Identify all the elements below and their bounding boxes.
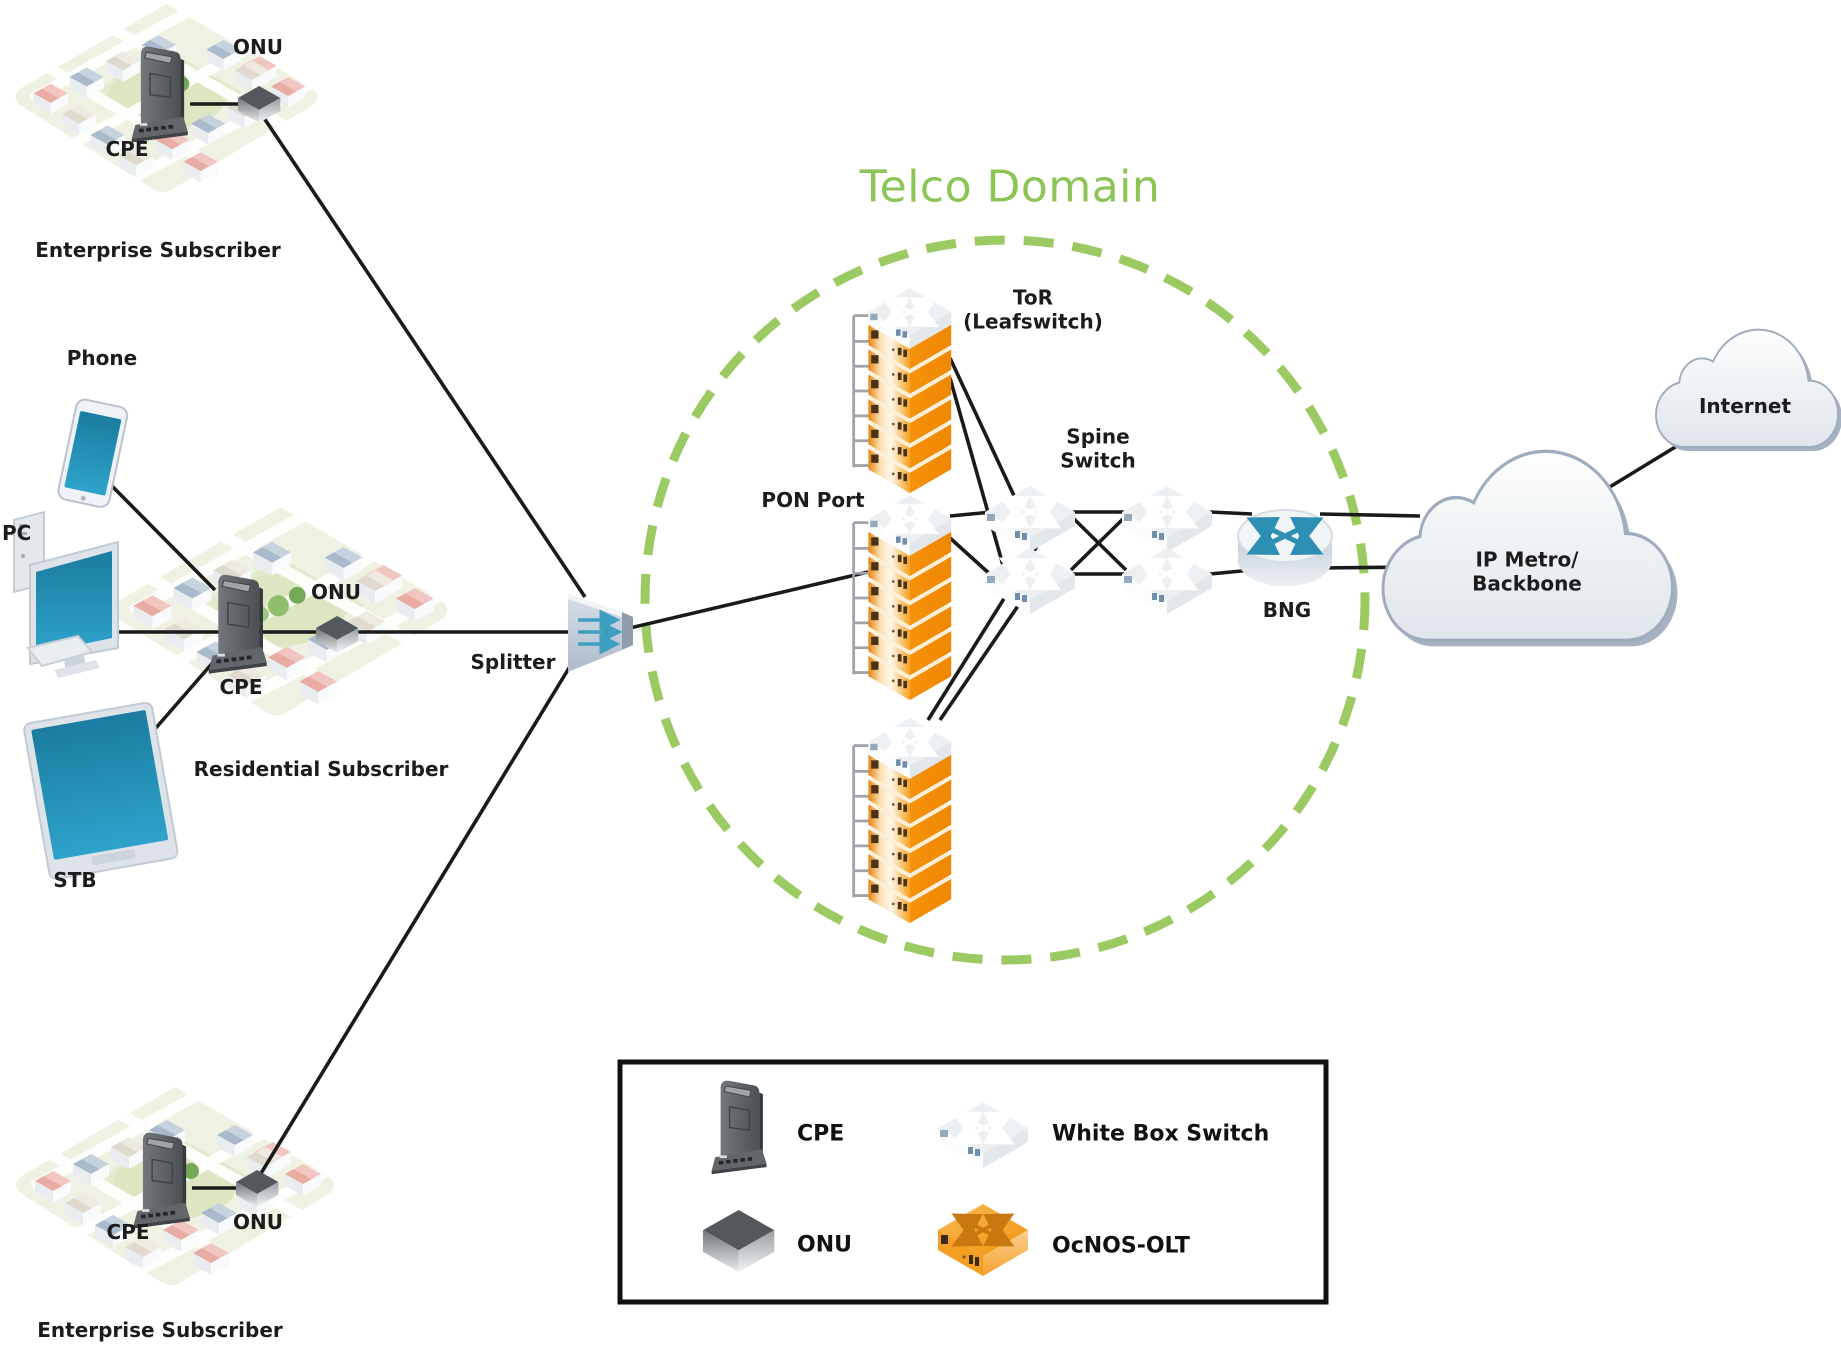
label-ip-metro-backbone: IP Metro/ Backbone (1472, 547, 1582, 595)
pc-icon (13, 510, 119, 678)
stb-icon (23, 701, 179, 880)
link-tor-top-spine1 (948, 357, 1018, 501)
spine-switch-top-right (1122, 486, 1212, 552)
link-spine-bl-tr (1069, 514, 1128, 572)
legend-label-cpe: CPE (797, 1121, 845, 1147)
label-cpe-residential: CPE (219, 675, 263, 700)
label-onu-top: ONU (233, 35, 283, 60)
legend-label-white-box-switch: White Box Switch (1052, 1121, 1270, 1147)
label-pc: PC (2, 521, 32, 546)
label-spine-switch: Spine Switch (1060, 424, 1136, 472)
link-phone-cpe (106, 480, 217, 592)
label-onu-residential: ONU (311, 580, 361, 605)
legend-label-ocnos-olt: OcNOS-OLT (1052, 1233, 1190, 1259)
link-spine-tr-bng (1209, 510, 1253, 516)
telco-domain-title: Telco Domain (859, 161, 1161, 213)
link-bng-cloud-1 (1319, 512, 1421, 518)
label-cpe-bottom: CPE (106, 1220, 150, 1245)
label-enterprise-subscriber-bottom: Enterprise Subscriber (37, 1318, 283, 1343)
label-stb: STB (53, 868, 97, 893)
spine-switch-top-left (985, 486, 1075, 552)
label-phone: Phone (66, 346, 138, 371)
phone-icon (57, 398, 129, 508)
internet-cloud (1654, 328, 1841, 452)
label-tor-leafswitch: ToR (Leafswitch) (963, 285, 1103, 333)
link-onu-top-splitter (260, 113, 587, 599)
link-onu-bottom-splitter (258, 649, 582, 1176)
link-cloud-internet (1594, 436, 1691, 498)
link-tor-top-spine2 (948, 377, 1010, 584)
label-splitter: Splitter (470, 650, 556, 675)
label-pon-port: PON Port (761, 488, 865, 513)
label-internet: Internet (1698, 394, 1792, 419)
label-bng: BNG (1262, 598, 1312, 623)
label-residential-subscriber: Residential Subscriber (193, 757, 449, 782)
label-onu-bottom: ONU (233, 1210, 283, 1235)
link-tor-bottom-spine2 (938, 598, 1024, 722)
bng-icon (1237, 509, 1333, 586)
splitter-icon (568, 594, 633, 672)
link-tor-mid-spine2 (948, 536, 994, 578)
connection-lines (106, 102, 1691, 1190)
olt-stack-top (854, 288, 952, 493)
telco-domain-boundary (640, 235, 1370, 965)
label-enterprise-subscriber-top: Enterprise Subscriber (35, 238, 281, 263)
legend-label-onu: ONU (797, 1232, 852, 1258)
spine-switch-bottom-right (1122, 548, 1212, 614)
link-splitter-pon-port (629, 570, 869, 630)
label-cpe-top: CPE (105, 137, 149, 162)
olt-stack-middle (854, 495, 952, 700)
olt-stack-bottom (854, 718, 952, 923)
